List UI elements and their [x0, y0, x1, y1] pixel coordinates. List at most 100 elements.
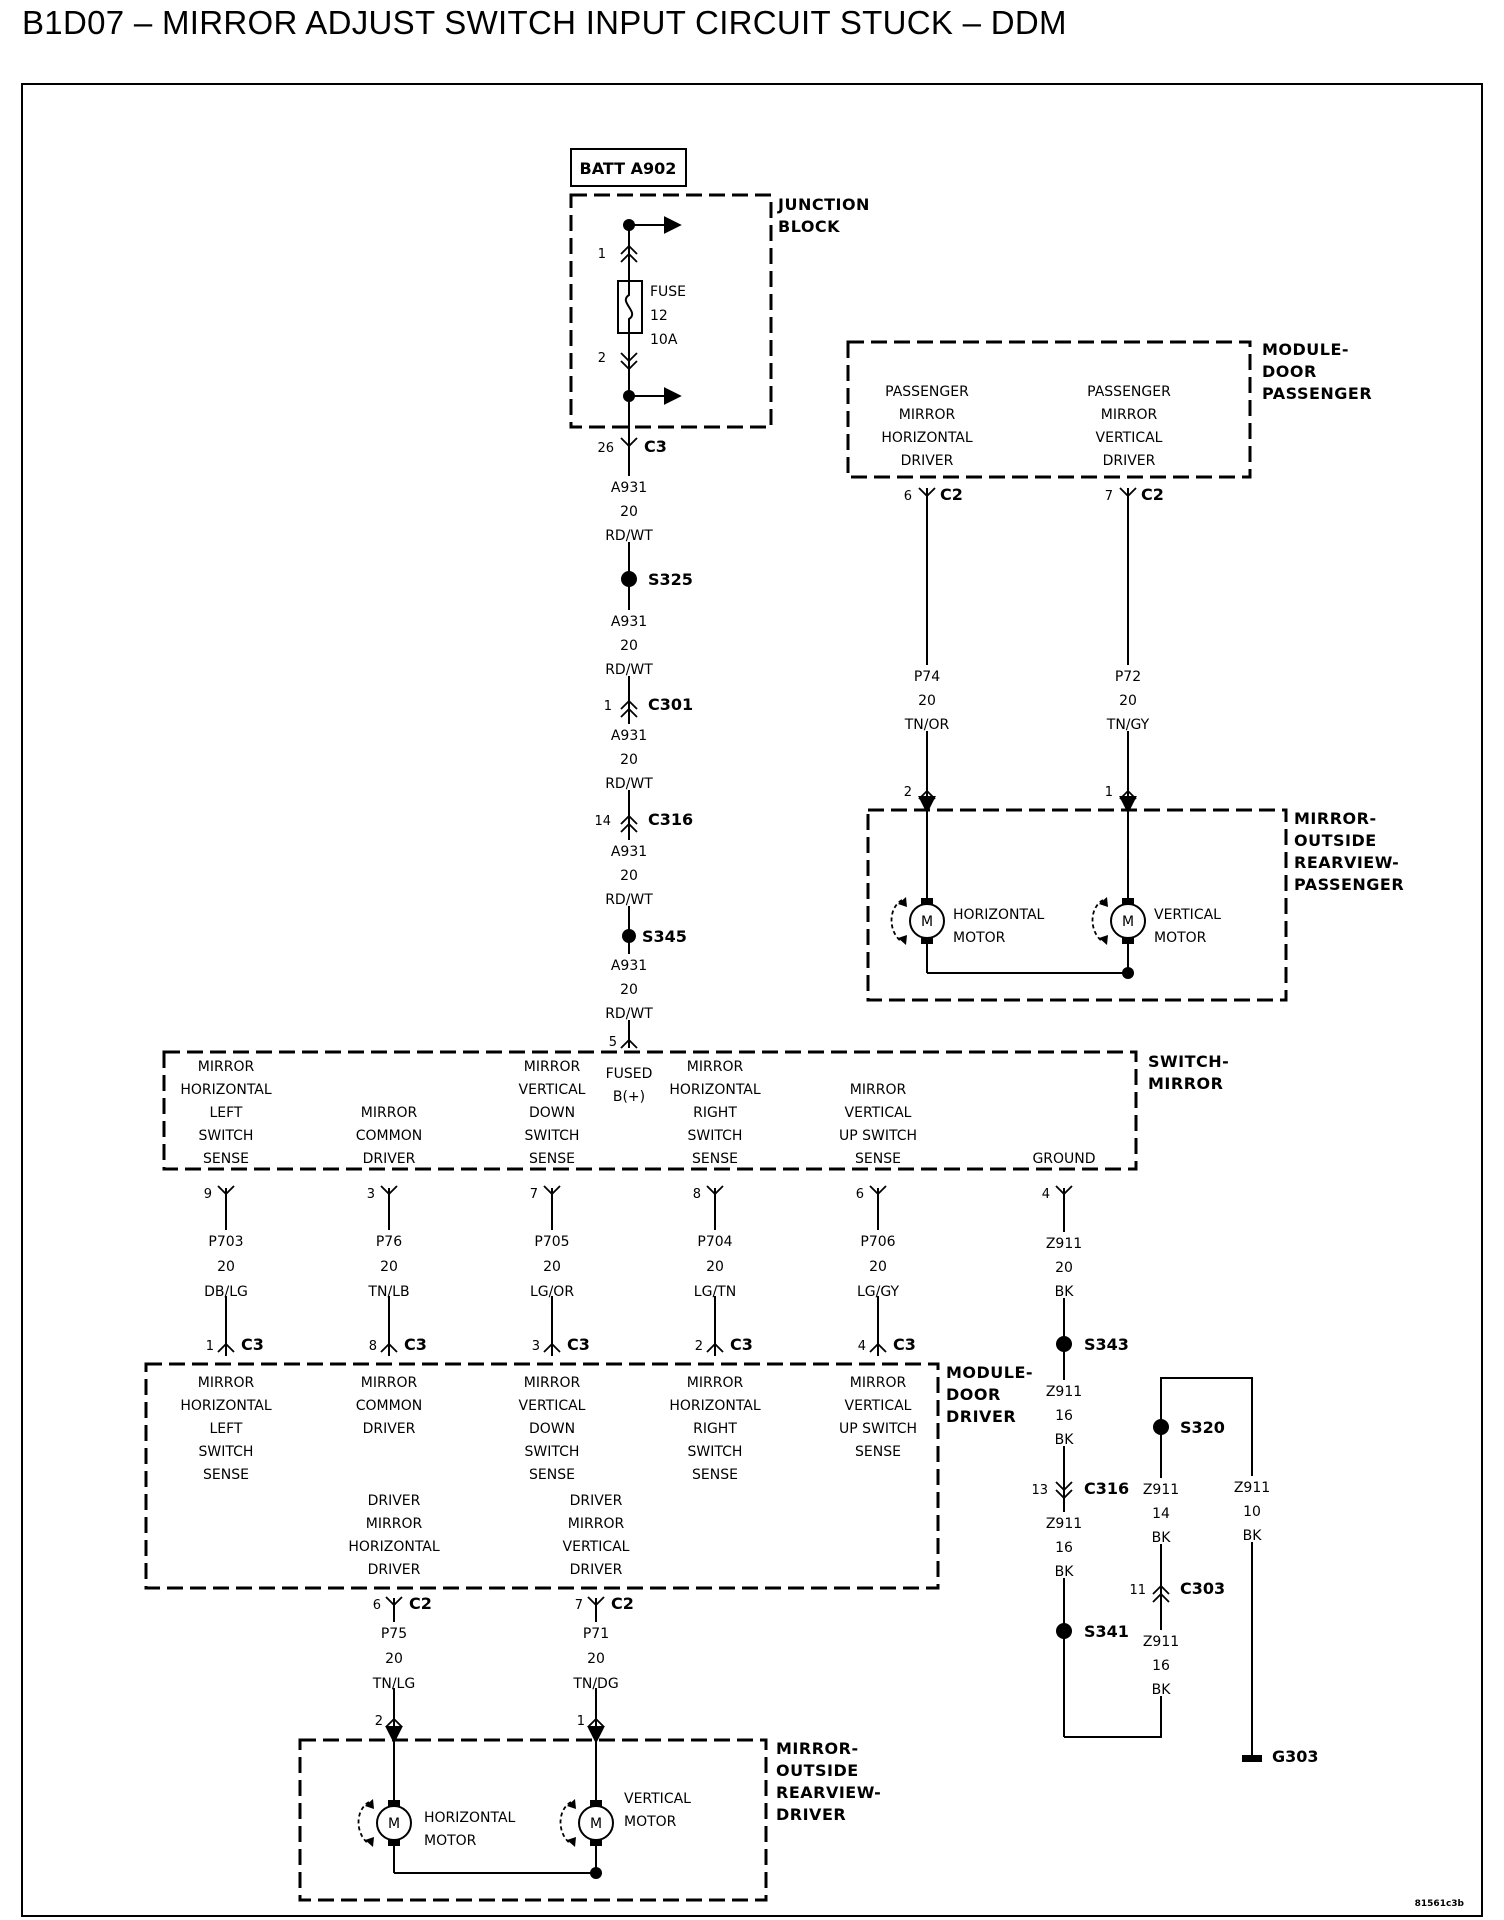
dd-c2-1: C2 [409, 1594, 432, 1613]
svg-text:DOOR: DOOR [1262, 362, 1317, 381]
svg-text:MIRROR: MIRROR [198, 1059, 255, 1075]
dd-label-horizontal-driver: DRIVER MIRROR HORIZONTAL DRIVER [348, 1493, 440, 1578]
svg-text:MIRROR: MIRROR [361, 1105, 418, 1121]
svg-text:1: 1 [1105, 785, 1113, 800]
svg-text:12: 12 [650, 308, 668, 324]
svg-text:20: 20 [380, 1259, 398, 1275]
wire-label-p705: P705 20 LG/OR [526, 1230, 578, 1300]
svg-text:VERTICAL: VERTICAL [624, 1791, 691, 1807]
passenger-horizontal-motor [890, 795, 945, 973]
wire-label-z911-16-b: Z911 16 BK [1040, 1512, 1088, 1580]
switch-pin-4: 4 [1042, 1187, 1050, 1202]
driver-motor-common [394, 1867, 602, 1879]
splice-s325 [621, 571, 637, 587]
dd-label-vertical-driver: DRIVER MIRROR VERTICAL DRIVER [563, 1493, 630, 1578]
svg-text:16: 16 [1152, 1658, 1170, 1674]
page-title: B1D07 – MIRROR ADJUST SWITCH INPUT CIRCU… [22, 4, 1067, 41]
svg-text:LEFT: LEFT [209, 1105, 242, 1121]
svg-text:14: 14 [594, 814, 611, 829]
switch-label-down: MIRROR VERTICAL DOWN SWITCH SENSE [519, 1059, 586, 1167]
svg-text:P74: P74 [914, 669, 940, 685]
svg-text:OUTSIDE: OUTSIDE [776, 1761, 859, 1780]
svg-text:DRIVER: DRIVER [570, 1493, 623, 1509]
switch-label-ground: GROUND [1032, 1151, 1095, 1167]
passenger-h-motor-symbol: M [921, 914, 933, 930]
svg-text:DRIVER: DRIVER [776, 1805, 846, 1824]
svg-text:P71: P71 [583, 1626, 609, 1642]
svg-text:P75: P75 [381, 1626, 407, 1642]
svg-text:26: 26 [597, 441, 614, 456]
svg-text:FUSE: FUSE [650, 284, 686, 300]
switch-pin-6: 6 [856, 1187, 864, 1202]
svg-text:COMMON: COMMON [356, 1398, 422, 1414]
svg-text:20: 20 [620, 752, 638, 768]
wire-label-z911-16-a: Z911 16 BK [1040, 1380, 1088, 1448]
switch-mirror-label: SWITCH- MIRROR [1148, 1052, 1229, 1093]
svg-text:RIGHT: RIGHT [693, 1421, 737, 1437]
svg-text:6: 6 [904, 489, 912, 504]
svg-text:DRIVER: DRIVER [1103, 453, 1156, 469]
module-door-passenger-outline [846, 340, 1252, 479]
wire-label-p75: P75 20 TN/LG [368, 1622, 420, 1692]
svg-text:16: 16 [1055, 1408, 1073, 1424]
svg-text:SWITCH: SWITCH [525, 1444, 580, 1460]
dd-c2-2: C2 [611, 1594, 634, 1613]
svg-text:C2: C2 [1141, 485, 1164, 504]
dd-label-right: MIRROR HORIZONTAL RIGHT SWITCH SENSE [669, 1375, 761, 1483]
wire-label-a931-2: A931 20 RD/WT [605, 610, 653, 678]
dd-c3-1: C3 [241, 1335, 264, 1354]
wire-label-p74: P74 20 TN/OR [903, 665, 951, 733]
svg-text:BK: BK [1055, 1284, 1075, 1300]
module-door-driver-outline [144, 1362, 940, 1590]
dd-label-left: MIRROR HORIZONTAL LEFT SWITCH SENSE [180, 1375, 272, 1483]
connector-c303: 11 C303 [1129, 1579, 1225, 1603]
svg-text:MOTOR: MOTOR [1154, 930, 1207, 946]
svg-text:20: 20 [620, 504, 638, 520]
svg-text:SENSE: SENSE [203, 1151, 249, 1167]
svg-text:RIGHT: RIGHT [693, 1105, 737, 1121]
svg-text:DRIVER: DRIVER [946, 1407, 1016, 1426]
svg-text:C303: C303 [1180, 1579, 1225, 1598]
svg-text:FUSED: FUSED [606, 1066, 653, 1082]
connector-c3-jb: 26 C3 [597, 437, 666, 456]
svg-text:VERTICAL: VERTICAL [845, 1105, 912, 1121]
svg-text:B(+): B(+) [613, 1089, 645, 1105]
passenger-h-motor-label: HORIZONTAL MOTOR [953, 907, 1045, 946]
svg-text:MIRROR: MIRROR [850, 1082, 907, 1098]
dd-label-up: MIRROR VERTICAL UP SWITCH SENSE [839, 1375, 917, 1460]
svg-text:MIRROR: MIRROR [361, 1375, 418, 1391]
driver-vertical-motor [559, 1725, 614, 1873]
svg-text:MIRROR: MIRROR [687, 1059, 744, 1075]
svg-text:MODULE-: MODULE- [1262, 340, 1349, 359]
svg-text:SWITCH-: SWITCH- [1148, 1052, 1229, 1071]
switch-pin-8: 8 [693, 1187, 701, 1202]
switch-label-right: MIRROR HORIZONTAL RIGHT SWITCH SENSE [669, 1059, 761, 1167]
dd-pin-4: 4 [858, 1339, 866, 1354]
svg-text:SENSE: SENSE [692, 1467, 738, 1483]
svg-text:SENSE: SENSE [692, 1151, 738, 1167]
svg-text:SWITCH: SWITCH [199, 1128, 254, 1144]
svg-text:P705: P705 [534, 1234, 569, 1250]
dd-pin-7-c2: 7 [575, 1598, 583, 1613]
svg-text:13: 13 [1031, 1483, 1048, 1498]
svg-text:16: 16 [1055, 1540, 1073, 1556]
svg-text:RD/WT: RD/WT [605, 528, 653, 544]
svg-text:HORIZONTAL: HORIZONTAL [348, 1539, 440, 1555]
svg-text:20: 20 [620, 868, 638, 884]
svg-text:MIRROR: MIRROR [198, 1375, 255, 1391]
svg-text:LG/GY: LG/GY [857, 1284, 900, 1300]
svg-text:Z911: Z911 [1143, 1634, 1179, 1650]
svg-text:HORIZONTAL: HORIZONTAL [424, 1810, 516, 1826]
pm-horizontal-driver-label: PASSENGER MIRROR HORIZONTAL DRIVER [881, 384, 973, 469]
svg-text:MOTOR: MOTOR [624, 1814, 677, 1830]
svg-text:C3: C3 [644, 437, 667, 456]
svg-text:REARVIEW-: REARVIEW- [776, 1783, 881, 1802]
svg-text:MIRROR: MIRROR [850, 1375, 907, 1391]
svg-text:MIRROR: MIRROR [687, 1375, 744, 1391]
svg-text:Z911: Z911 [1046, 1384, 1082, 1400]
connector-c316-batt: 14 C316 [594, 810, 693, 833]
svg-text:20: 20 [543, 1259, 561, 1275]
connector-pmir-h: 2 [904, 785, 936, 800]
wire-label-p71: P71 20 TN/DG [570, 1622, 622, 1692]
switch-label-left: MIRROR HORIZONTAL LEFT SWITCH SENSE [180, 1059, 272, 1167]
